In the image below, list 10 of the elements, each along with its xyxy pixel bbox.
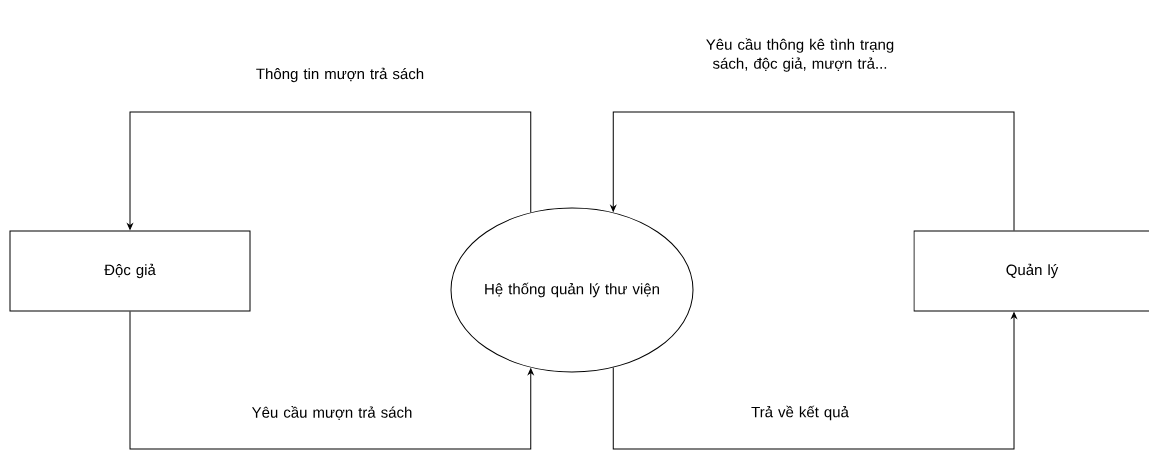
entity-box: Độc giả [9,230,251,312]
edge-label: Thông tin mượn trả sách [256,67,424,83]
edge-label: Trả về kết quả [751,405,849,421]
arrow [612,312,1017,450]
edge-label: Yêu cầu mượn trả sách [251,406,412,420]
entity-box: Quản lý [913,230,1149,312]
arrow [127,111,532,230]
edge-label: Yêu cầu thông kê tình trạng sách, độc giả, mượn trả... [706,38,894,72]
arrow [610,111,1015,231]
arrow [129,311,534,450]
